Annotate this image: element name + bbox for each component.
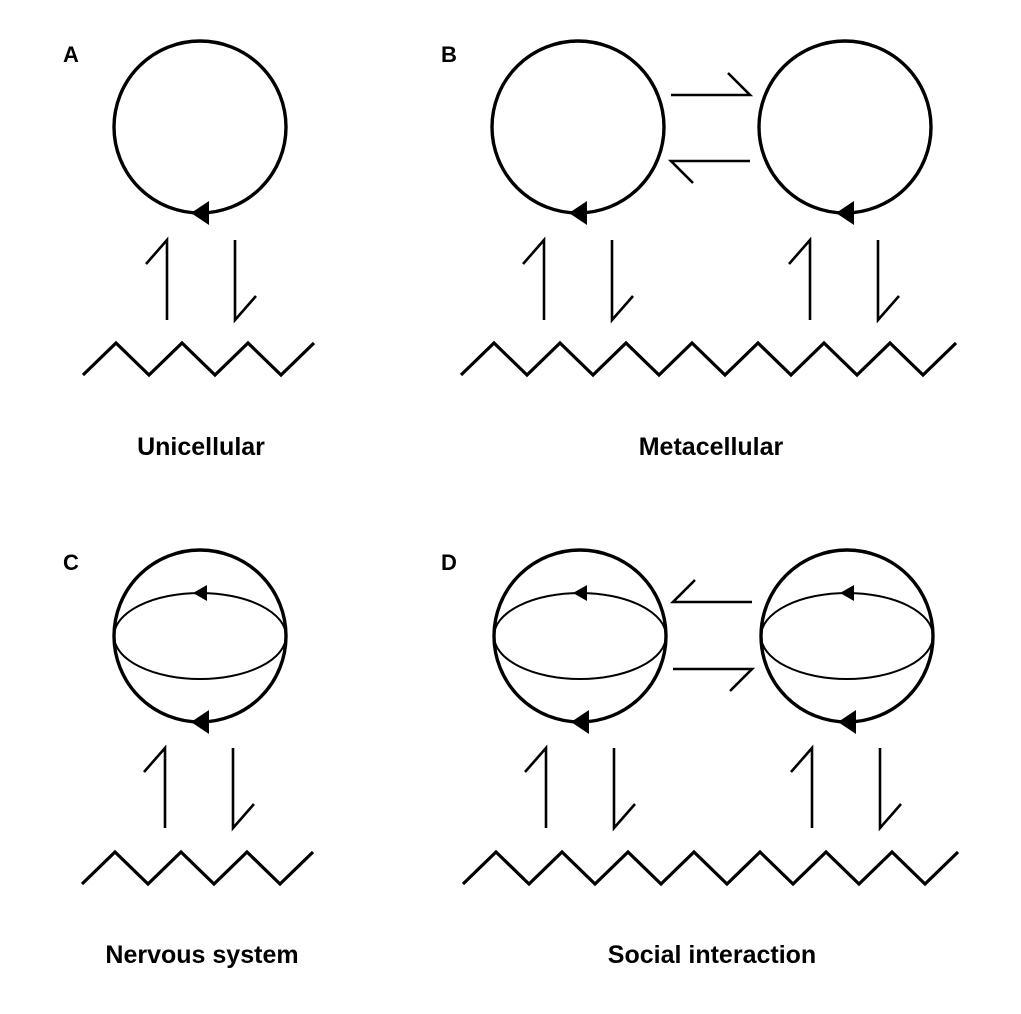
down-half-arrow xyxy=(231,748,255,832)
up-half-arrow xyxy=(524,744,548,828)
exchange-arrows-b-right xyxy=(788,236,900,324)
exchange-arrows-c xyxy=(143,744,255,832)
panel-d-caption: Social interaction xyxy=(608,941,816,969)
circulation-arrowhead xyxy=(569,201,587,225)
inner-loop-arrowhead xyxy=(193,585,207,601)
nervous-sphere-d-left xyxy=(492,548,668,734)
up-half-arrow xyxy=(790,744,814,828)
cell-circle-b-left xyxy=(490,39,666,225)
exchange-arrows-d-left xyxy=(524,744,636,832)
panel-a: A Unicellular xyxy=(63,39,316,461)
down-half-arrow xyxy=(878,748,902,832)
circulation-arrowhead xyxy=(191,201,209,225)
exchange-arrows-a xyxy=(145,236,257,324)
panel-c: C Nervous system xyxy=(63,548,315,969)
circulation-arrowhead xyxy=(571,710,589,734)
panel-d: D Social interaction xyxy=(441,548,960,969)
left-half-arrow xyxy=(667,159,750,184)
right-half-arrow xyxy=(673,667,756,692)
circulation-arrowhead xyxy=(836,201,854,225)
panel-b-letter: B xyxy=(441,42,457,67)
down-half-arrow xyxy=(610,240,634,324)
up-half-arrow xyxy=(145,236,169,320)
up-half-arrow xyxy=(788,236,812,320)
panel-c-letter: C xyxy=(63,550,79,575)
environment-zigzag-a xyxy=(81,340,316,378)
panel-b-caption: Metacellular xyxy=(639,433,784,461)
cell-circle-a xyxy=(112,39,288,225)
environment-zigzag-d xyxy=(461,849,960,887)
exchange-arrows-b-left xyxy=(522,236,634,324)
nervous-sphere-d-right xyxy=(759,548,935,734)
panel-a-letter: A xyxy=(63,42,79,67)
exchange-arrows-d-right xyxy=(790,744,902,832)
inner-loop-arrowhead xyxy=(840,585,854,601)
environment-zigzag-b xyxy=(459,340,958,378)
cell-to-cell-arrows-b xyxy=(667,72,754,184)
up-half-arrow xyxy=(522,236,546,320)
environment-zigzag-c xyxy=(80,849,315,887)
cell-circle-b-right xyxy=(757,39,933,225)
panel-a-caption: Unicellular xyxy=(137,433,265,461)
cell-to-cell-arrows-d xyxy=(669,579,756,692)
circulation-arrowhead xyxy=(838,710,856,734)
panel-b: B Metacellular xyxy=(441,39,958,461)
down-half-arrow xyxy=(233,240,257,324)
down-half-arrow xyxy=(612,748,636,832)
down-half-arrow xyxy=(876,240,900,324)
up-half-arrow xyxy=(143,744,167,828)
panel-c-caption: Nervous system xyxy=(105,941,298,969)
right-half-arrow xyxy=(671,72,754,97)
inner-loop-arrowhead xyxy=(573,585,587,601)
left-half-arrow xyxy=(669,579,752,604)
circulation-arrowhead xyxy=(191,710,209,734)
nervous-sphere-c xyxy=(112,548,288,734)
panel-d-letter: D xyxy=(441,550,457,575)
